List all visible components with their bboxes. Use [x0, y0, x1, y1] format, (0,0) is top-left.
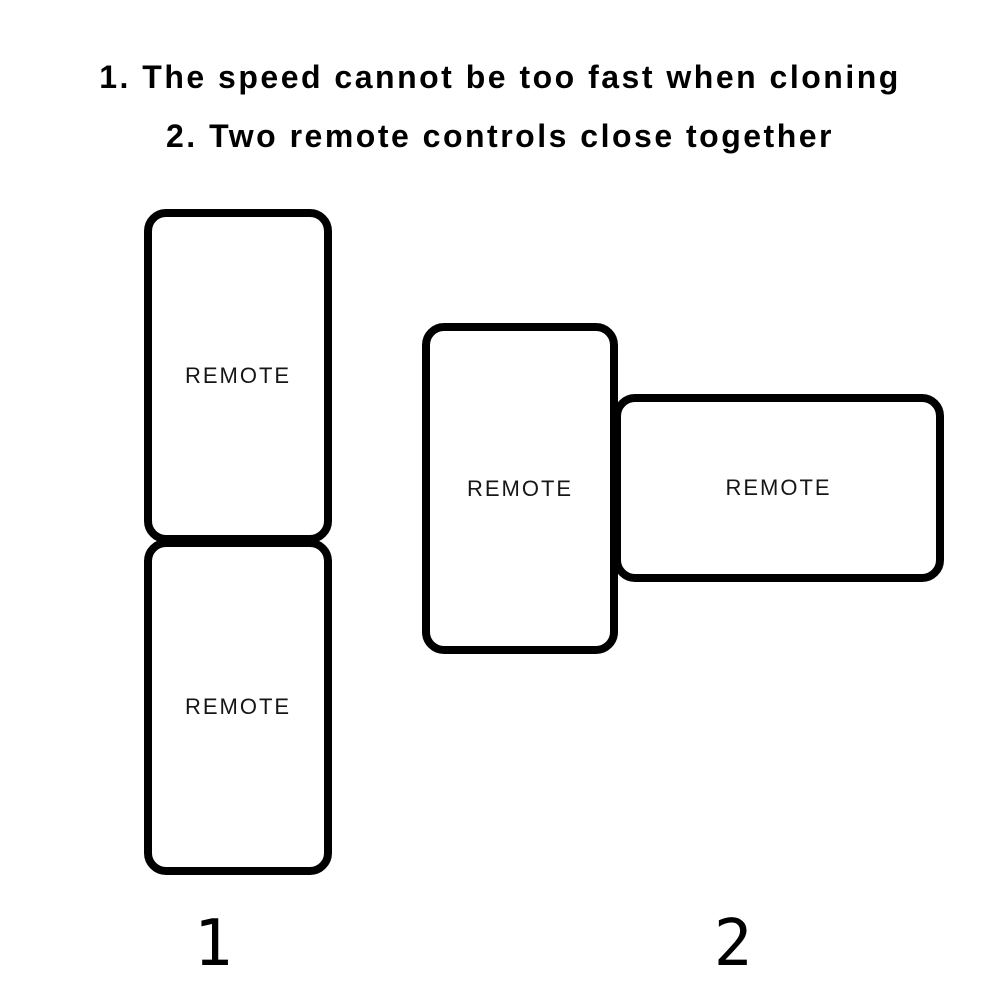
instruction-title: 1. The speed cannot be too fast when clo… — [0, 48, 1000, 166]
figure-caption-2: 2 — [713, 907, 753, 981]
remote-label: REMOTE — [184, 694, 292, 719]
remote-label: REMOTE — [725, 475, 832, 500]
instruction-line-2: 2. Two remote controls close together — [165, 118, 834, 154]
remote-box-vertical: REMOTE — [422, 323, 618, 654]
remote-label: REMOTE — [466, 475, 574, 501]
instruction-line-1: 1. The speed cannot be too fast when clo… — [99, 59, 901, 95]
figure-caption-1: 1 — [193, 907, 233, 981]
remote-box-horizontal: REMOTE — [613, 394, 944, 582]
remote-box-stack-top: REMOTE — [144, 209, 332, 543]
remote-label: REMOTE — [184, 363, 292, 388]
remote-box-stack-bottom: REMOTE — [144, 539, 332, 875]
